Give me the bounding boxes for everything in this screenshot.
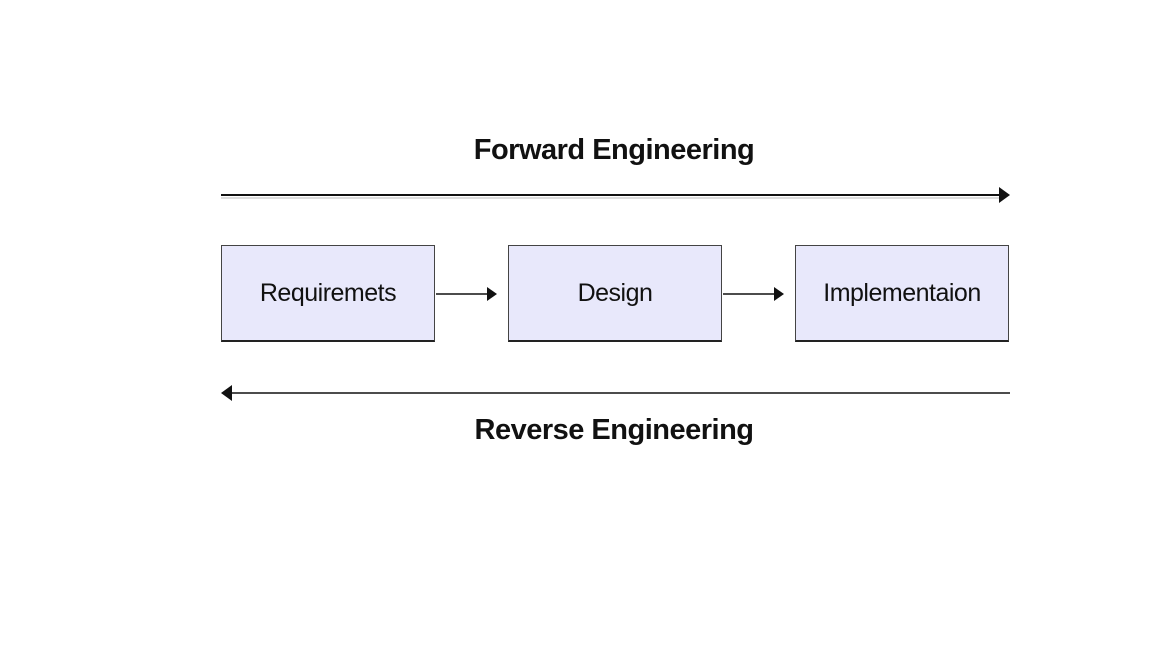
forward-engineering-arrow: [221, 187, 1010, 203]
stage-box-implementation: Implementaion: [795, 245, 1009, 342]
reverse-engineering-arrow: [221, 385, 1010, 401]
stage-label-implementation: Implementaion: [823, 278, 981, 307]
stage-label-requirements: Requiremets: [259, 278, 397, 307]
reverse-engineering-heading: Reverse Engineering: [474, 414, 755, 446]
forward-engineering-heading: Forward Engineering: [473, 134, 755, 166]
connector-arrow-requirements-design: [436, 287, 497, 301]
connector-arrow-design-implementation: [723, 287, 784, 301]
stage-label-design: Design: [577, 278, 653, 307]
stage-box-requirements: Requiremets: [221, 245, 435, 342]
stage-box-design: Design: [508, 245, 722, 342]
